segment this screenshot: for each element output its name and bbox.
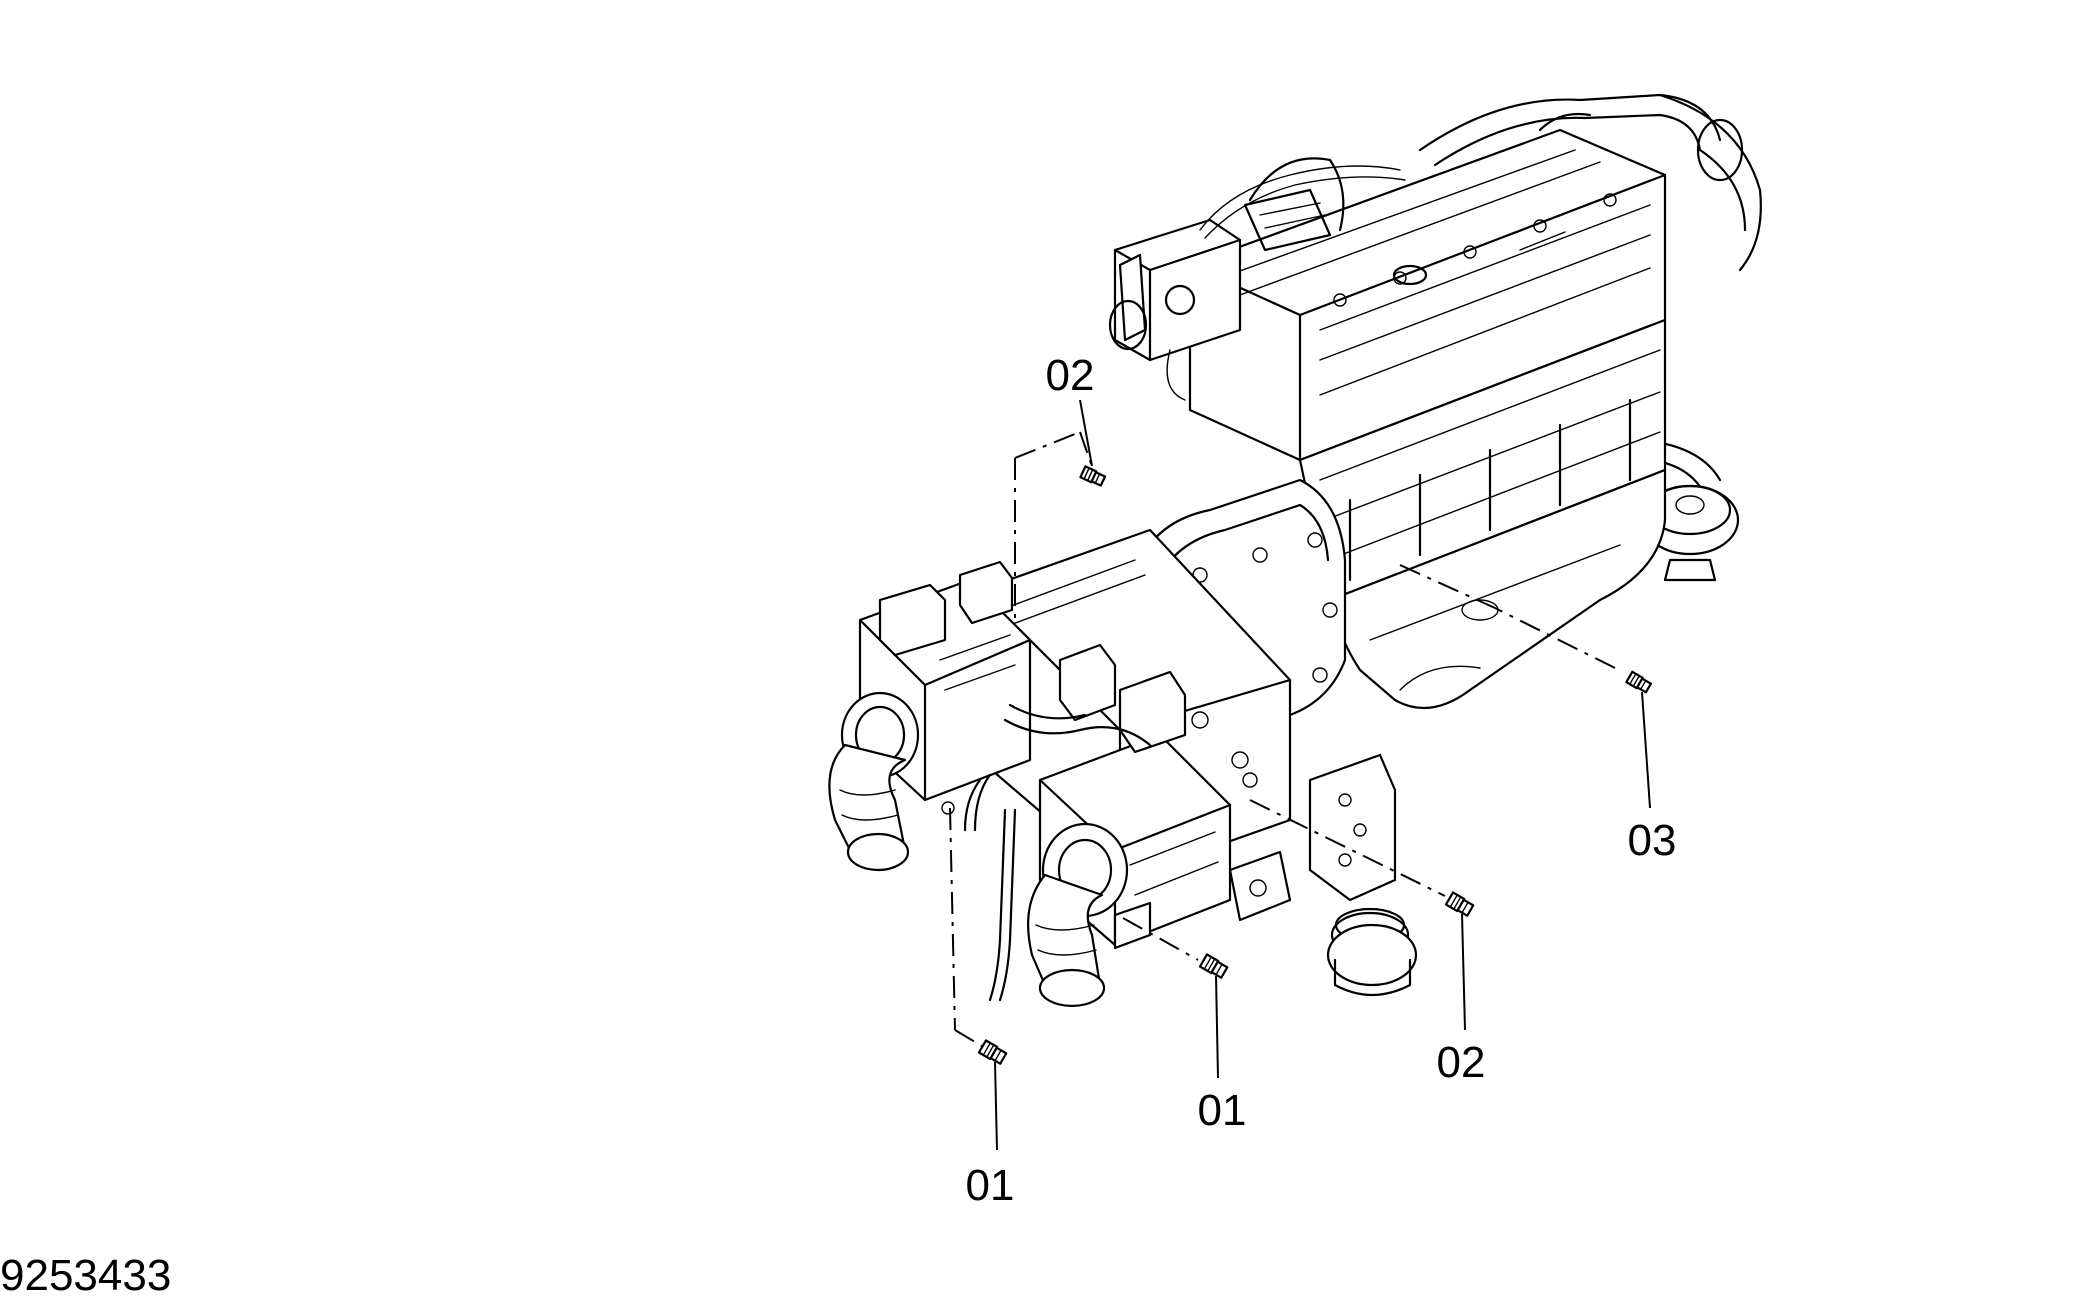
- callout-01-left: 01: [966, 1161, 1015, 1210]
- sensor-fitting-icon: [977, 465, 1652, 1065]
- callout-02-right: 02: [1437, 1038, 1486, 1087]
- callout-01-mid: 01: [1198, 1086, 1247, 1135]
- engine-assembly-drawing: [828, 93, 1762, 1008]
- document-number: 9253433: [0, 1251, 171, 1299]
- callout-02-top: 02: [1046, 351, 1095, 400]
- installation-leader-lines: [949, 431, 1616, 1049]
- callout-leaders: [994, 399, 1651, 1151]
- callout-03: 03: [1628, 816, 1677, 865]
